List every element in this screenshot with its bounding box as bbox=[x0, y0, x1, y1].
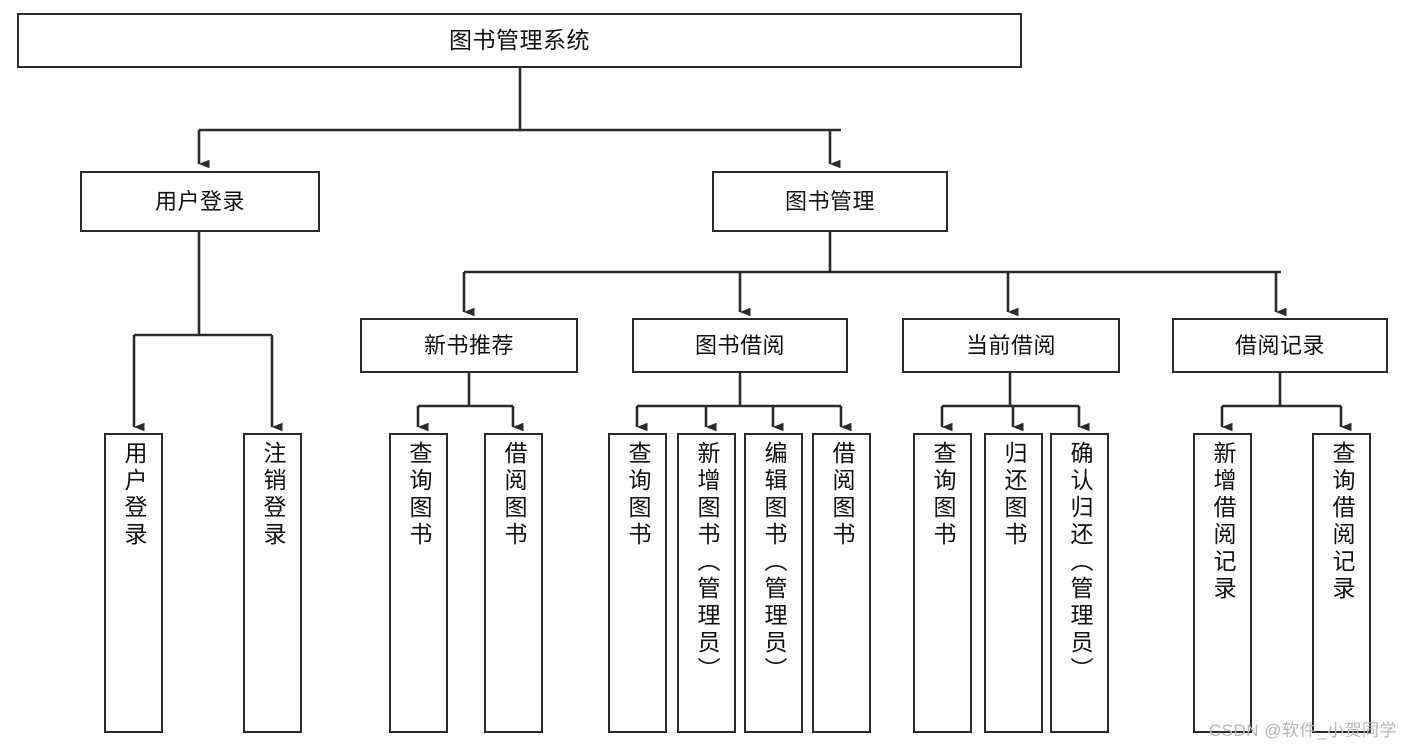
node-label: 用户登录 bbox=[121, 441, 147, 549]
leaf-add-borrow-record[interactable]: 新增借阅记录 bbox=[1193, 433, 1252, 733]
node-label: 查询图书 bbox=[930, 441, 956, 549]
node-label: 图书管理 bbox=[784, 188, 875, 214]
node-label: 注销登录 bbox=[260, 441, 286, 549]
node-label: 图书管理系统 bbox=[449, 26, 590, 53]
leaf-borrow-book-recommend[interactable]: 借阅图书 bbox=[484, 433, 543, 733]
node-label: 用户登录 bbox=[154, 188, 245, 214]
leaf-user-logout[interactable]: 注销登录 bbox=[243, 433, 302, 733]
leaf-query-borrow-record[interactable]: 查询借阅记录 bbox=[1312, 433, 1371, 733]
node-label: 编辑图书（管理员） bbox=[761, 441, 787, 684]
leaf-edit-book-admin[interactable]: 编辑图书（管理员） bbox=[744, 433, 803, 733]
node-label: 查询借阅记录 bbox=[1329, 441, 1355, 603]
node-new-book-recommend[interactable]: 新书推荐 bbox=[360, 318, 578, 373]
node-label: 新增图书（管理员） bbox=[694, 441, 720, 684]
node-label: 借阅图书 bbox=[501, 441, 527, 549]
node-label: 新增借阅记录 bbox=[1210, 441, 1236, 603]
node-label: 确认归还（管理员） bbox=[1067, 441, 1093, 684]
node-label: 借阅记录 bbox=[1234, 332, 1325, 358]
leaf-return-book[interactable]: 归还图书 bbox=[984, 433, 1043, 733]
watermark-text: CSDN @软件_小贺同学 bbox=[1208, 721, 1397, 740]
node-label: 新书推荐 bbox=[423, 332, 514, 358]
node-user-login[interactable]: 用户登录 bbox=[80, 171, 320, 232]
leaf-user-login[interactable]: 用户登录 bbox=[104, 433, 163, 733]
leaf-query-book-current[interactable]: 查询图书 bbox=[913, 433, 972, 733]
leaf-query-book-recommend[interactable]: 查询图书 bbox=[389, 433, 448, 733]
node-label: 查询图书 bbox=[406, 441, 432, 549]
node-book-management[interactable]: 图书管理 bbox=[712, 171, 948, 232]
node-label: 借阅图书 bbox=[829, 441, 855, 549]
node-label: 归还图书 bbox=[1001, 441, 1027, 549]
node-borrow-record[interactable]: 借阅记录 bbox=[1172, 318, 1388, 373]
leaf-confirm-return-admin[interactable]: 确认归还（管理员） bbox=[1050, 433, 1109, 733]
leaf-query-book-borrow[interactable]: 查询图书 bbox=[608, 433, 667, 733]
node-current-borrow[interactable]: 当前借阅 bbox=[902, 318, 1120, 373]
node-book-borrow[interactable]: 图书借阅 bbox=[632, 318, 848, 373]
node-label: 当前借阅 bbox=[965, 332, 1056, 358]
leaf-add-book-admin[interactable]: 新增图书（管理员） bbox=[677, 433, 736, 733]
node-root-system[interactable]: 图书管理系统 bbox=[17, 13, 1022, 68]
leaf-borrow-book[interactable]: 借阅图书 bbox=[812, 433, 871, 733]
node-label: 查询图书 bbox=[625, 441, 651, 549]
node-label: 图书借阅 bbox=[694, 332, 785, 358]
